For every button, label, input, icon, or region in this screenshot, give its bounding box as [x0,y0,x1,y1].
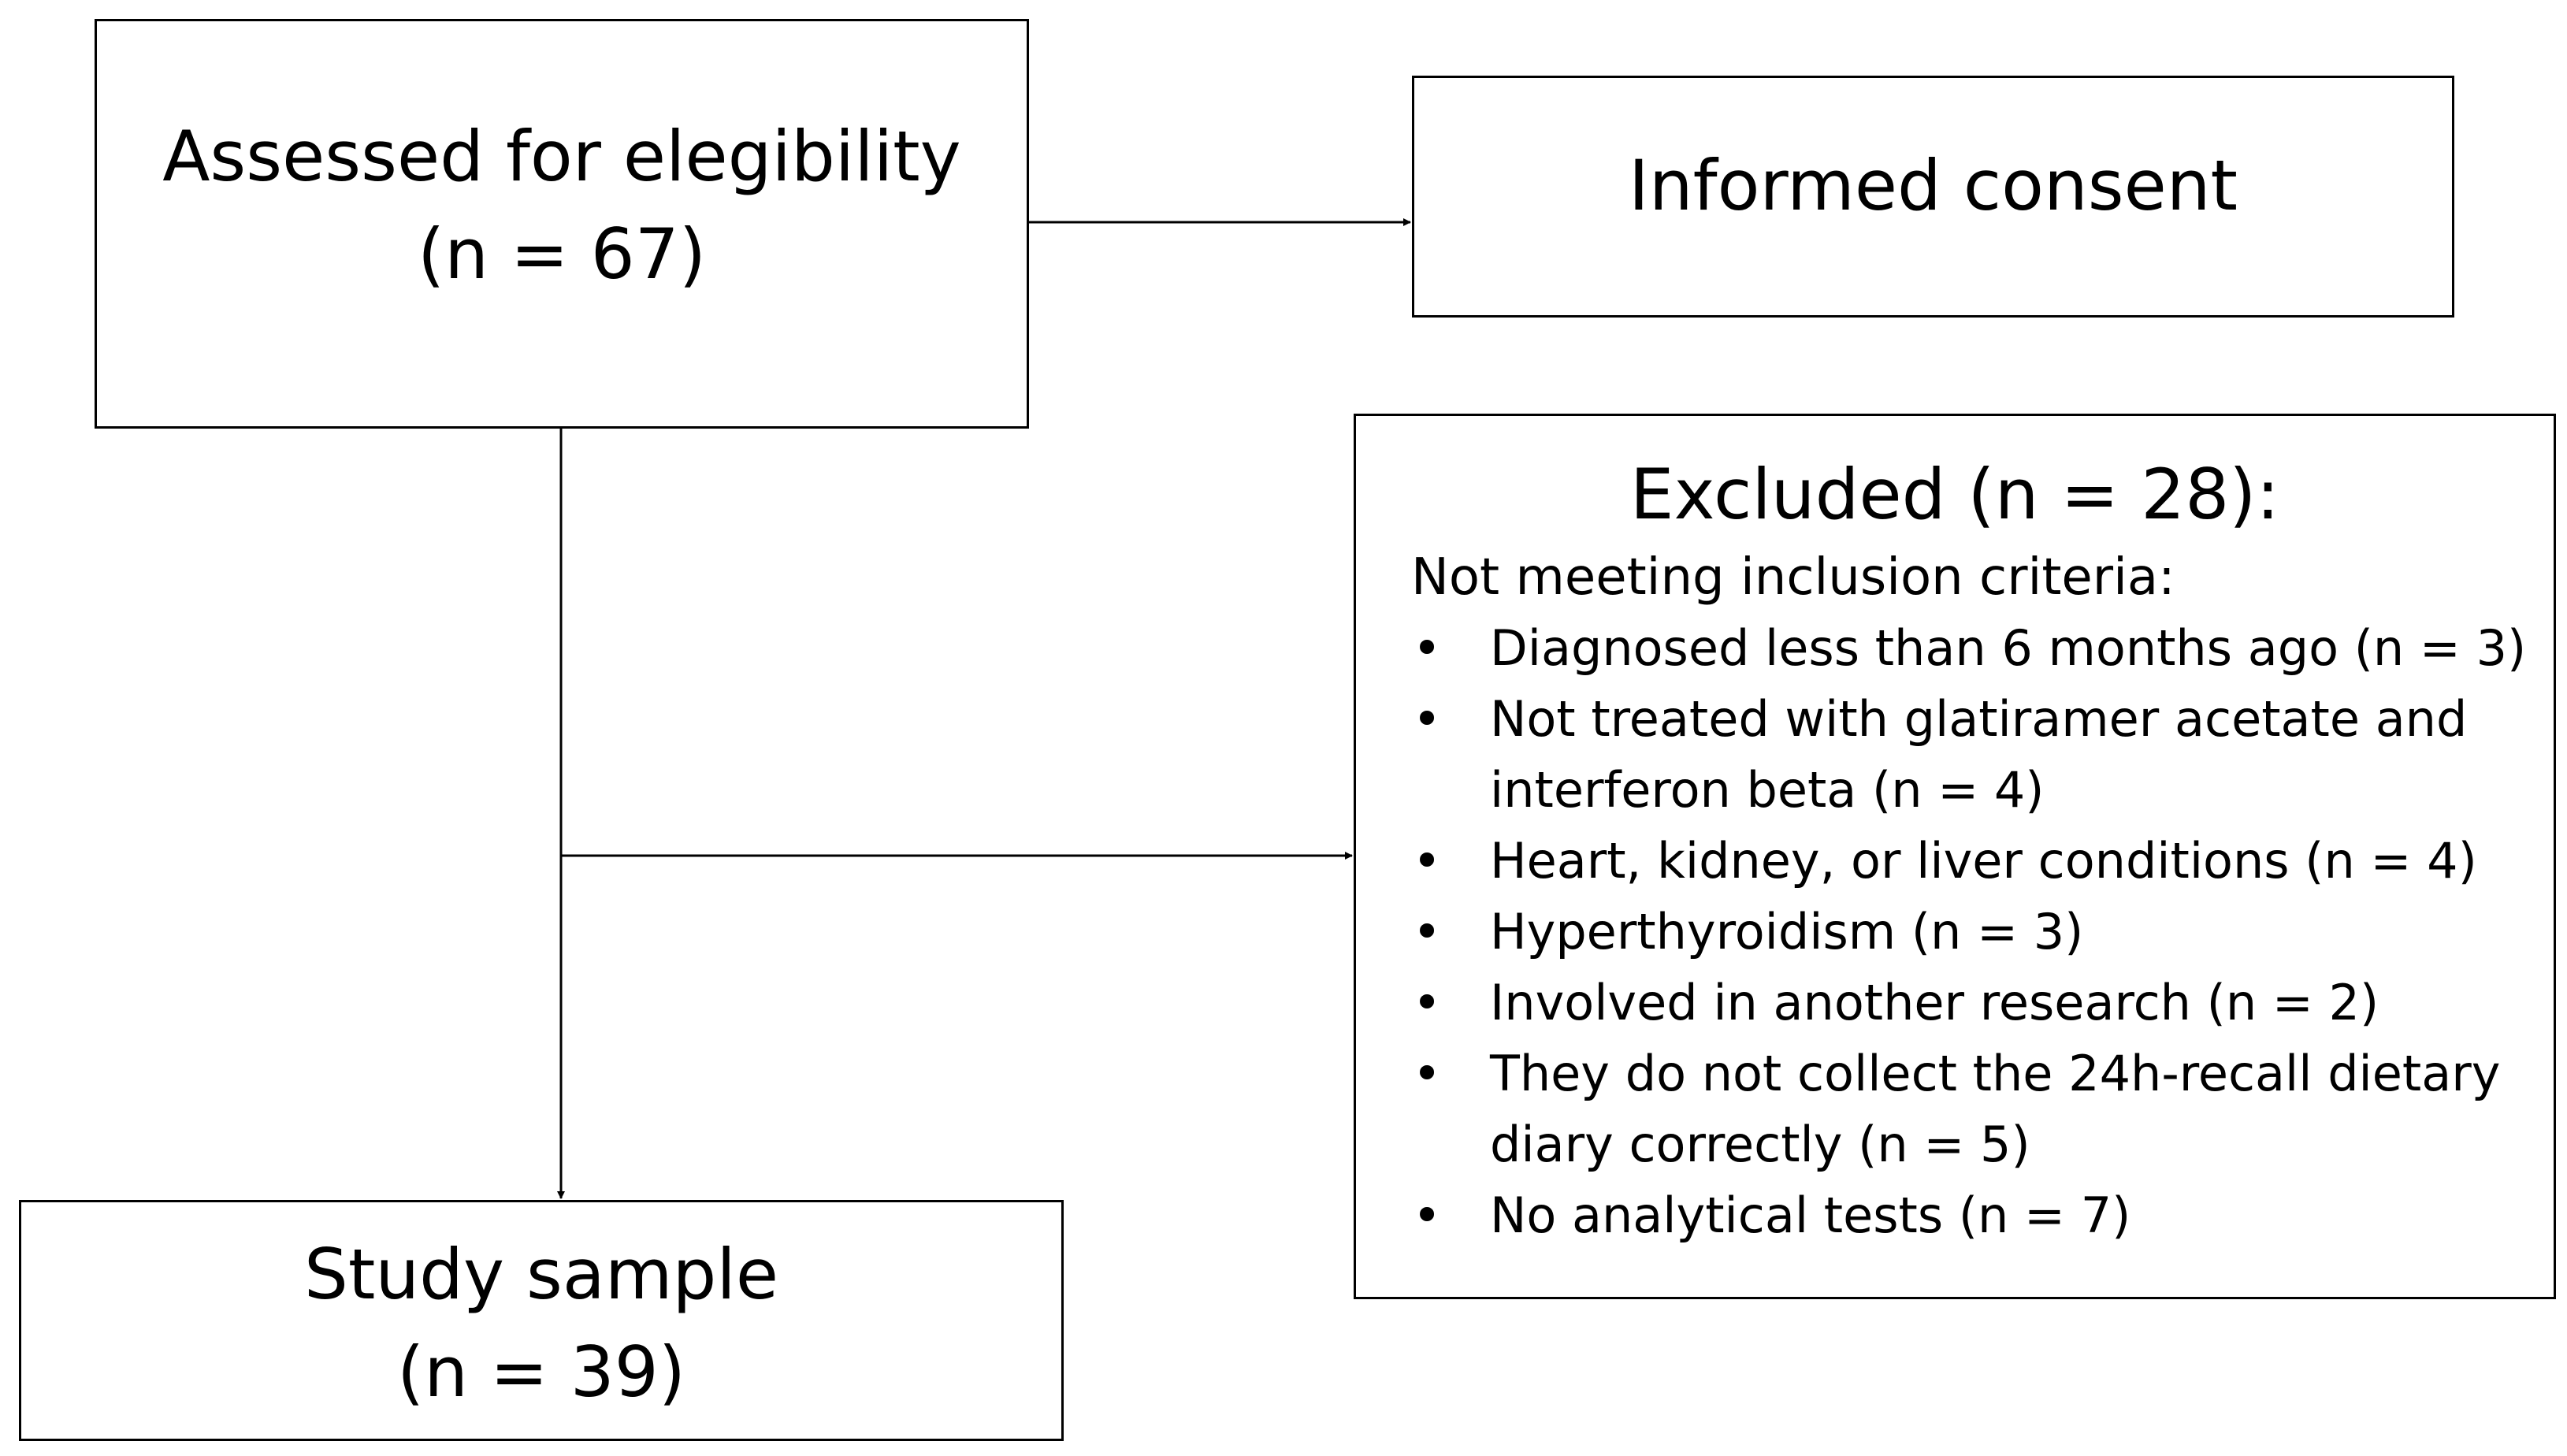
excluded-title: Excluded (n = 28): [1629,454,2280,535]
study-sample-label: Study sample (n = 39) [21,1226,1061,1421]
study-sample-line1: Study sample [304,1234,778,1315]
exclusion-list: • Diagnosed less than 6 months ago (n = 3… [1411,613,2530,1251]
bullet-icon: • [1412,690,1442,748]
bullet-icon: • [1412,903,1442,960]
exclusion-item: • No analytical tests (n = 7) [1411,1180,2530,1251]
exclusion-item-text: Hyperthyroidism (n = 3) [1490,903,2084,960]
exclusion-item-text: Involved in another research (n = 2) [1490,974,2379,1031]
exclusion-item: • Hyperthyroidism (n = 3) [1411,897,2530,968]
consent-box: Informed consent [1412,76,2454,318]
study-sample-count: (n = 39) [396,1332,686,1413]
exclusion-item-text: Heart, kidney, or liver conditions (n = … [1490,832,2477,890]
exclusion-item-text: Diagnosed less than 6 months ago (n = 3) [1490,619,2527,677]
excluded-subtitle: Not meeting inclusion criteria: [1411,548,2175,607]
excluded-box: Excluded (n = 28): Not meeting inclusion… [1354,414,2556,1299]
bullet-icon: • [1412,1187,1442,1244]
bullet-icon: • [1412,1045,1442,1102]
exclusion-item-text: No analytical tests (n = 7) [1490,1187,2131,1244]
exclusion-item-text: They do not collect the 24h-recall dieta… [1490,1045,2501,1173]
assessed-box: Assessed for elegibility (n = 67) [95,19,1029,429]
exclusion-item: • They do not collect the 24h-recall diet… [1411,1038,2530,1180]
exclusion-item: • Heart, kidney, or liver conditions (n =… [1411,826,2530,897]
consent-label: Informed consent [1628,145,2238,226]
bullet-icon: • [1412,832,1442,890]
study-sample-box: Study sample (n = 39) [19,1200,1064,1441]
assessed-line1: Assessed for elegibility [162,116,961,197]
exclusion-item-text: Not treated with glatiramer acetate and … [1490,690,2468,819]
bullet-icon: • [1412,974,1442,1031]
exclusion-item: • Not treated with glatiramer acetate and… [1411,684,2530,826]
exclusion-item: • Involved in another research (n = 2) [1411,968,2530,1038]
assessed-count: (n = 67) [417,214,707,295]
exclusion-item: • Diagnosed less than 6 months ago (n = 3… [1411,613,2530,684]
assessed-label: Assessed for elegibility (n = 67) [97,108,1027,303]
bullet-icon: • [1412,619,1442,677]
